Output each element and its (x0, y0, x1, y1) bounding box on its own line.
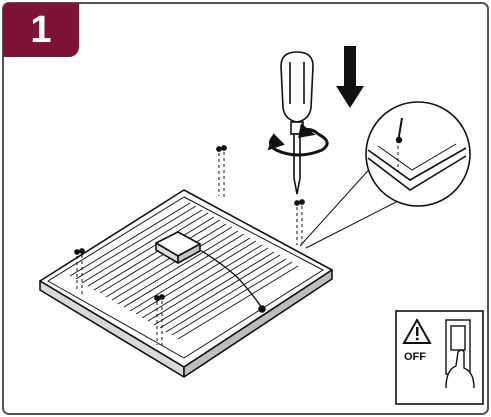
warning-icon (402, 317, 432, 344)
step-badge: 1 (3, 3, 79, 57)
wall-switch-icon (445, 319, 475, 389)
screwdriver-icon (280, 51, 314, 195)
led-panel (39, 189, 333, 378)
screws (74, 145, 305, 347)
magnifier-detail (299, 101, 471, 249)
rotate-arrow-icon (267, 123, 329, 157)
step-number: 1 (30, 9, 52, 51)
safety-box: OFF (395, 310, 484, 405)
off-label: OFF (404, 351, 426, 363)
down-arrow-icon (336, 46, 364, 108)
